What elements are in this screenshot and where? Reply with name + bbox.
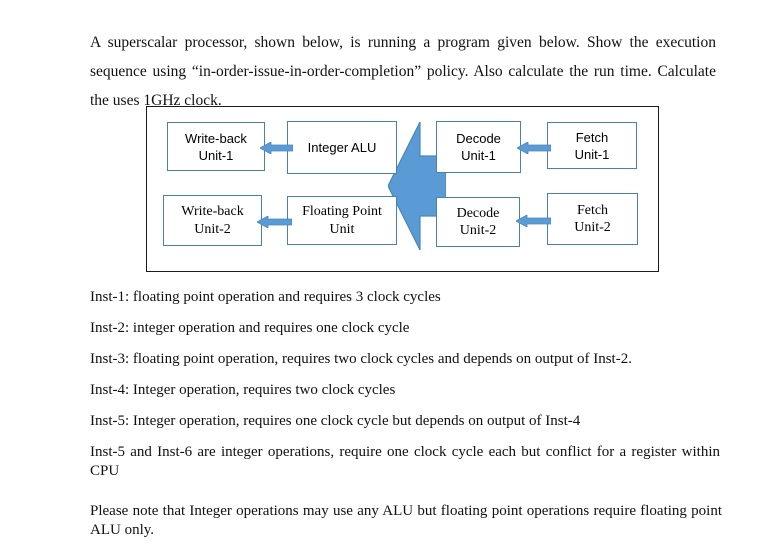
arrow-left-icon-fetch2-to-decode2: [516, 215, 551, 227]
arrow-left-icon-fetch1-to-decode1: [517, 142, 551, 154]
note-paragraph: Please note that Integer operations may …: [90, 503, 722, 538]
instruction-item: Inst-3: floating point operation, requir…: [90, 351, 632, 367]
issue-dispatch-arrow-icon: [388, 120, 446, 252]
instruction-item: Inst-5 and Inst-6 are integer operations…: [90, 444, 720, 479]
unit-box-integer-alu[interactable]: Integer ALU: [287, 121, 397, 174]
instruction-item: Inst-4: Integer operation, requires two …: [90, 382, 396, 398]
unit-label: Integer ALU: [307, 140, 377, 155]
instruction-item: Inst-2: integer operation and requires o…: [90, 320, 410, 336]
intro-paragraph: A superscalar processor, shown below, is…: [90, 33, 716, 109]
arrow-left-icon-fpu-to-writeback2: [257, 216, 292, 228]
arrow-left-icon-alu-to-writeback1: [260, 142, 293, 154]
instruction-list: Inst-1: floating point operation and req…: [90, 288, 720, 494]
instruction-item: Inst-1: floating point operation and req…: [90, 289, 441, 305]
instruction-item: Inst-5: Integer operation, requires one …: [90, 413, 581, 429]
